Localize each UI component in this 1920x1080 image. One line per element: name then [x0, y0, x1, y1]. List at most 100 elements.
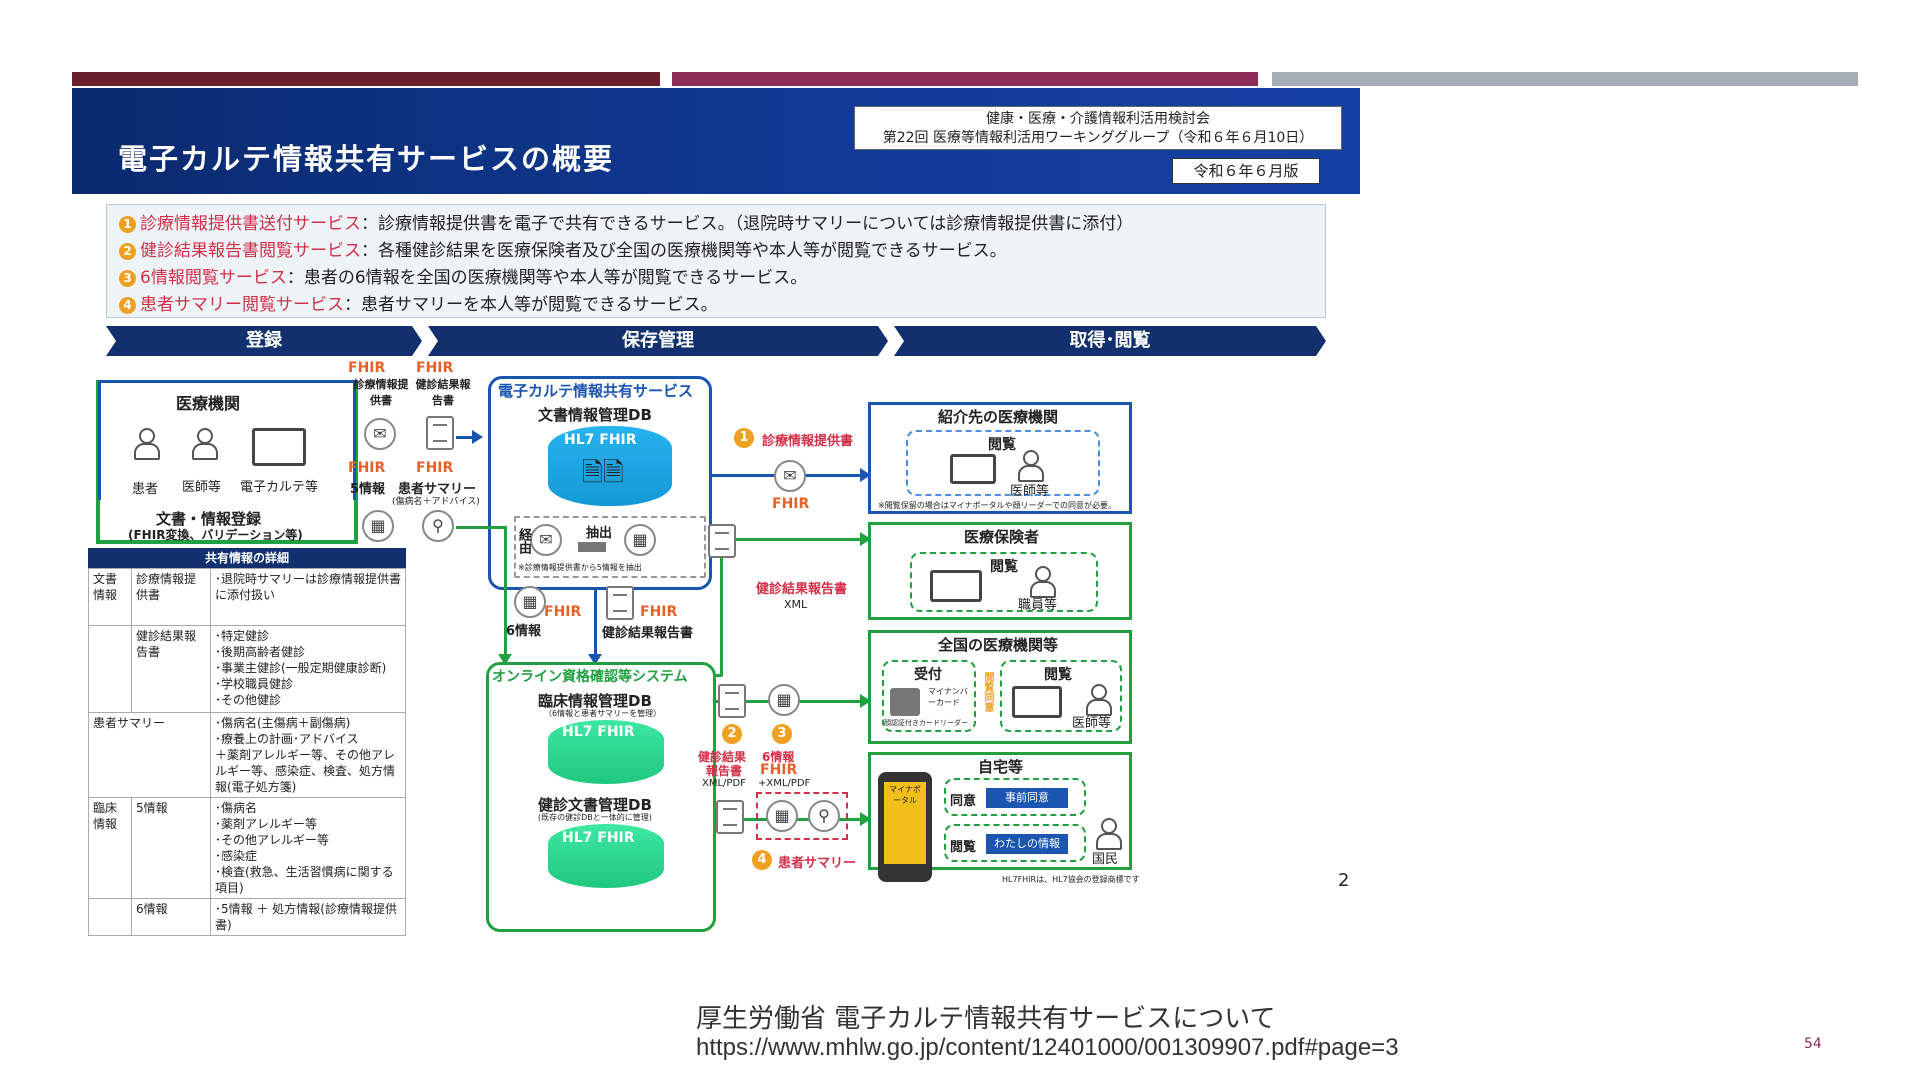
insurer-browse-area [910, 552, 1098, 612]
browse-area [944, 824, 1086, 862]
grid-icon: ▦ [514, 586, 546, 618]
table-row: 6情報･5情報 ＋ 処方情報(診療情報提供書) [88, 898, 406, 936]
arrow-head [860, 468, 871, 482]
connector [456, 526, 506, 529]
phase-register: 登録 [106, 326, 422, 356]
arrow-head [498, 654, 512, 665]
flow-4-label: 患者サマリー [778, 856, 857, 871]
page-number: 54 [1804, 1036, 1822, 1052]
flow-2-label: 健診結果報告書 [756, 582, 848, 597]
reception-label: 受付 [914, 667, 942, 683]
grid-icon: ▦ [768, 684, 800, 716]
document-icon [708, 524, 736, 558]
phone-screen [884, 782, 926, 864]
fhir-label: FHIR [640, 604, 678, 620]
registration-bottom-2: (FHIR変換、バリデーション等) [128, 528, 303, 542]
doc-label: 健診結果報告書 [415, 378, 471, 407]
citizen-icon [1094, 818, 1122, 850]
pc-icon [950, 454, 996, 484]
flow-2-arrow [720, 538, 862, 541]
documents-icon: 🗎🗎 [582, 458, 624, 488]
flow-3-label: 6情報 [762, 750, 795, 764]
flow-2b-label-2: 報告書 [706, 764, 743, 778]
clinicaldb-sub: （6情報と患者サマリーを管理） [544, 709, 662, 718]
fhir-label: FHIR [416, 360, 454, 376]
staff-label: 職員等 [1018, 598, 1058, 613]
phase-retrieve: 取得･閲覧 [894, 326, 1326, 356]
fhir-label: FHIR [348, 360, 386, 376]
top-bar-1 [72, 72, 660, 86]
source-url[interactable]: https://www.mhlw.go.jp/content/12401000/… [696, 1034, 1399, 1061]
reception-area [882, 660, 976, 732]
flow-3-number: 3 [772, 724, 792, 744]
agree-label: 同意 [950, 794, 977, 809]
browse-label: 閲覧 [988, 437, 1016, 453]
doctor-label: 医師等 [1072, 716, 1112, 731]
details-header: 共有情報の詳細 [88, 548, 406, 568]
agree-button[interactable]: 事前同意 [986, 788, 1068, 808]
checkupdb-title: 健診文書管理DB [538, 796, 652, 814]
document-icon [716, 800, 744, 834]
phase-storage: 保存管理 [428, 326, 888, 356]
table-row: 患者サマリー･傷病名(主傷病＋副傷病) ･療養上の計画･アドバイス ＋薬剤アレル… [88, 712, 406, 798]
doc-label: 患者サマリー [398, 482, 477, 497]
arrow-head [860, 812, 871, 826]
portal-label: マイナポータル [889, 785, 921, 805]
stethoscope-icon: ⚲ [422, 510, 454, 542]
slide-number: 2 [1338, 870, 1350, 891]
arrow-head [472, 430, 483, 444]
flow-3-format: +XML/PDF [758, 778, 811, 789]
connector [594, 590, 597, 658]
slide-image: 電子カルテ情報共有サービスの概要 健康・医療・介護情報利活用検討会 第22回 医… [72, 88, 1360, 988]
browse-label: 閲覧 [1044, 667, 1072, 683]
clinicaldb-cylinder [548, 720, 664, 784]
home-title: 自宅等 [978, 758, 1024, 776]
flow-4-number: 4 [752, 850, 772, 870]
grid-icon: ▦ [362, 510, 394, 542]
slide-header: 電子カルテ情報共有サービスの概要 健康・医療・介護情報利活用検討会 第22回 医… [72, 88, 1360, 194]
insurer-title: 医療保険者 [964, 528, 1040, 546]
browse-label: 閲覧 [990, 559, 1018, 575]
referral-title: 紹介先の医療機関 [938, 408, 1059, 426]
extract-label: 抽出 [586, 526, 613, 541]
document-icon [718, 684, 746, 718]
my-info-button[interactable]: わたしの情報 [986, 834, 1068, 854]
referral-browse-area [906, 430, 1100, 496]
ehr-icon [252, 428, 306, 466]
meeting-label: 健康・医療・介護情報利活用検討会 第22回 医療等情報利活用ワーキンググループ（… [854, 106, 1342, 150]
online-qualification-title: オンライン資格確認等システム [492, 669, 688, 685]
registration-bottom-1: 文書・情報登録 [156, 510, 262, 528]
pc-icon [930, 570, 982, 602]
flow-2b-format: XML/PDF [702, 778, 746, 789]
six-label: 6情報 [506, 624, 542, 639]
arrow-head [860, 532, 871, 546]
doctor-icon [190, 428, 218, 460]
slide-title: 電子カルテ情報共有サービスの概要 [118, 142, 615, 176]
fhir-label: FHIR [348, 460, 386, 476]
extract-arrow [578, 542, 606, 552]
doc-sub-label: (傷病名＋アドバイス) [392, 497, 480, 507]
top-bar-2 [672, 72, 1258, 86]
flow-1-label: 診療情報提供書 [762, 434, 854, 449]
flow-1-number: 1 [734, 428, 754, 448]
hl7fhir-label: HL7 FHIR [564, 432, 637, 448]
connector [720, 538, 723, 676]
ehr-sharing-service-title: 電子カルテ情報共有サービス [498, 382, 694, 400]
registration-title: 医療機関 [176, 394, 241, 413]
edition-label: 令和６年６月版 [1172, 158, 1320, 184]
arrow-head [588, 654, 602, 665]
source-caption: 厚生労働省 電子カルテ情報共有サービスについて [696, 1004, 1276, 1034]
checkupdb-cylinder [548, 824, 664, 888]
table-row: 文書情報診療情報提供書･退院時サマリーは診療情報提供書に添付扱い [88, 568, 406, 626]
fhir-label: FHIR [416, 460, 454, 476]
agree-area [944, 778, 1086, 816]
connector [716, 674, 722, 677]
via-label: 経由 [516, 528, 531, 554]
details-table: 文書情報診療情報提供書･退院時サマリーは診療情報提供書に添付扱い 健診結果報告書… [88, 568, 406, 936]
card-reader-icon [890, 688, 920, 716]
browse-label: 閲覧 [950, 840, 977, 855]
grid-icon: ▦ [624, 524, 656, 556]
